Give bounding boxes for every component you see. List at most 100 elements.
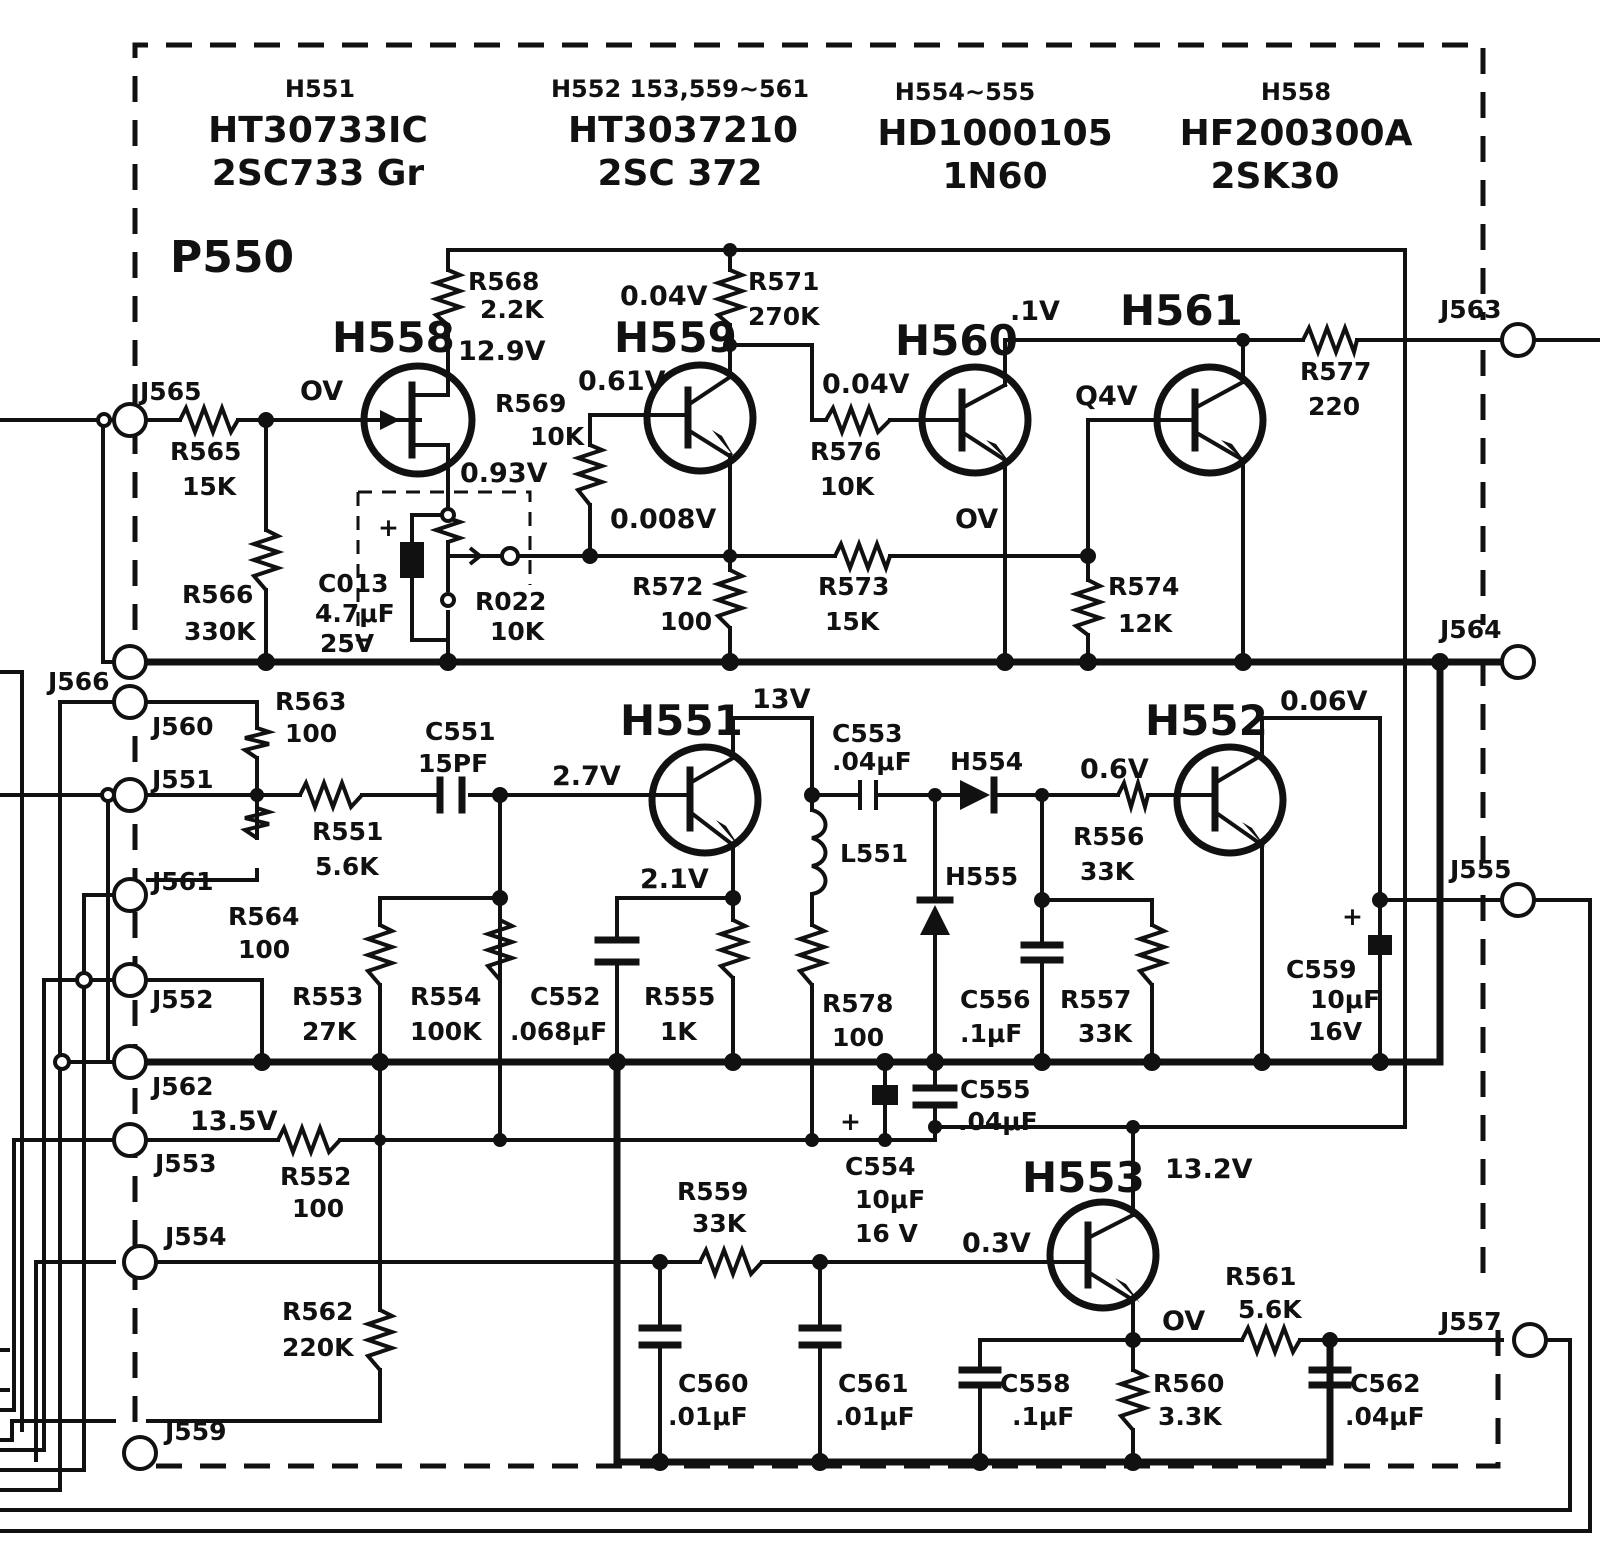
resistor-labels: R568 2.2K R571 270K R569 10K R565 15K R5… xyxy=(170,267,1371,1431)
voltage-h552-base: 0.6V xyxy=(1080,754,1149,785)
rating-c559: 16V xyxy=(1308,1017,1363,1046)
value-r561: 5.6K xyxy=(1238,1295,1303,1324)
label-j560: J560 xyxy=(150,712,214,741)
voltage-h553-emitter: OV xyxy=(1162,1306,1205,1337)
terminal-j554 xyxy=(122,1244,158,1280)
value-r572: 100 xyxy=(660,607,712,636)
label-c562: C562 xyxy=(1350,1369,1421,1398)
label-r576: R576 xyxy=(810,437,881,466)
resistor-r565 xyxy=(178,402,240,438)
parts-number-2: HT3037210 xyxy=(568,110,798,151)
transistor-symbols xyxy=(360,361,1287,1312)
label-h555: H555 xyxy=(945,862,1018,891)
value-r554: 100K xyxy=(410,1017,483,1046)
terminal-j551 xyxy=(112,777,148,813)
terminal-j566 xyxy=(112,644,148,680)
label-l551: L551 xyxy=(840,839,908,868)
label-r577: R577 xyxy=(1300,357,1371,386)
voltage-h553-base: 0.3V xyxy=(962,1228,1031,1259)
value-c554: 10μF xyxy=(855,1185,925,1214)
board-outline xyxy=(132,42,1501,1469)
capacitor-symbols xyxy=(400,542,1392,1389)
capacitor-c558 xyxy=(958,1366,1002,1389)
capacitor-c552 xyxy=(594,936,640,966)
voltage-h552-collector: 0.06V xyxy=(1280,686,1368,717)
label-r561: R561 xyxy=(1225,1262,1296,1291)
value-c559: 10μF xyxy=(1310,985,1380,1014)
transistor-h558 xyxy=(360,362,476,478)
resistor-r563 xyxy=(240,726,277,760)
capacitor-c553 xyxy=(858,780,878,810)
resistor-r559 xyxy=(698,1244,764,1280)
resistor-r578 xyxy=(793,923,831,987)
terminal-j557 xyxy=(1512,1322,1548,1358)
connector-labels: J565 J566 J560 J551 J561 J552 J562 J553 … xyxy=(46,295,1512,1446)
label-c560: C560 xyxy=(678,1369,749,1398)
subassembly-outline xyxy=(356,490,532,642)
label-j552: J552 xyxy=(150,985,214,1014)
label-j564: J564 xyxy=(1438,615,1502,644)
diode-h555 xyxy=(920,905,950,935)
resistor-r561 xyxy=(1240,1322,1302,1358)
terminal-j560 xyxy=(112,684,148,720)
resistor-r551 xyxy=(298,777,364,813)
label-h561: H561 xyxy=(1120,286,1243,335)
board-name: P550 xyxy=(170,232,294,283)
voltage-labels: OV 12.9V 0.93V 0.04V 0.61V 0.008V 0.04V … xyxy=(190,281,1368,1337)
label-j566: J566 xyxy=(46,667,110,696)
polarity-c554: + xyxy=(840,1107,861,1136)
transistor-h560 xyxy=(918,363,1032,477)
label-r566: R566 xyxy=(182,580,253,609)
capacitor-c556 xyxy=(1020,941,1064,964)
parts-number-4: HF200300A xyxy=(1180,113,1413,154)
voltage-h559-base: 0.61V xyxy=(578,366,666,397)
parts-ref-3: H554~555 xyxy=(895,78,1035,106)
label-r564: R564 xyxy=(228,902,299,931)
parts-ref-2: H552 153,559~561 xyxy=(551,75,809,103)
voltage-h558-source: 0.93V xyxy=(460,458,548,489)
label-r574: R574 xyxy=(1108,572,1179,601)
resistor-r573 xyxy=(833,538,892,574)
label-r572: R572 xyxy=(632,572,703,601)
label-r562: R562 xyxy=(282,1297,353,1326)
value-c013: 4.7μF xyxy=(315,599,395,628)
polarity-c013: + xyxy=(378,513,399,542)
label-j557: J557 xyxy=(1438,1307,1502,1336)
voltage-h559-emitter: 0.008V xyxy=(610,504,716,535)
label-j559: J559 xyxy=(163,1417,227,1446)
voltage-supply: 13.5V xyxy=(190,1106,278,1137)
label-h559: H559 xyxy=(614,313,737,362)
transistor-h559 xyxy=(643,361,757,475)
resistor-r576 xyxy=(824,402,892,438)
junction-dots xyxy=(250,243,1449,1471)
polarity-c559: + xyxy=(1342,902,1363,931)
voltage-h551-base: 2.7V xyxy=(552,761,621,792)
label-c556: C556 xyxy=(960,985,1031,1014)
voltage-h560-collector: .1V xyxy=(1010,296,1060,327)
value-r553: 27K xyxy=(302,1017,358,1046)
resistor-r572 xyxy=(711,568,749,630)
label-h552: H552 xyxy=(1145,696,1268,745)
value-c561: .01μF xyxy=(835,1402,915,1431)
diode-symbols xyxy=(916,776,998,935)
label-r552: R552 xyxy=(280,1162,351,1191)
label-c552: C552 xyxy=(530,982,601,1011)
label-r022: R022 xyxy=(475,587,546,616)
resistor-r557 xyxy=(1133,923,1171,987)
label-j565: J565 xyxy=(138,377,202,406)
value-r568: 2.2K xyxy=(480,295,545,324)
label-c554: C554 xyxy=(845,1152,916,1181)
value-r576: 10K xyxy=(820,472,876,501)
value-c552: .068μF xyxy=(510,1017,607,1046)
label-j553: J553 xyxy=(153,1149,217,1178)
value-r574: 12K xyxy=(1118,609,1174,638)
label-h551: H551 xyxy=(620,696,743,745)
label-j562: J562 xyxy=(150,1072,214,1101)
value-c551: 15PF xyxy=(418,749,488,778)
transistor-h553 xyxy=(1046,1198,1160,1312)
resistor-r566 xyxy=(247,528,285,592)
label-r571: R571 xyxy=(748,267,819,296)
value-r552: 100 xyxy=(292,1194,344,1223)
label-c561: C561 xyxy=(838,1369,909,1398)
value-r555: 1K xyxy=(660,1017,698,1046)
